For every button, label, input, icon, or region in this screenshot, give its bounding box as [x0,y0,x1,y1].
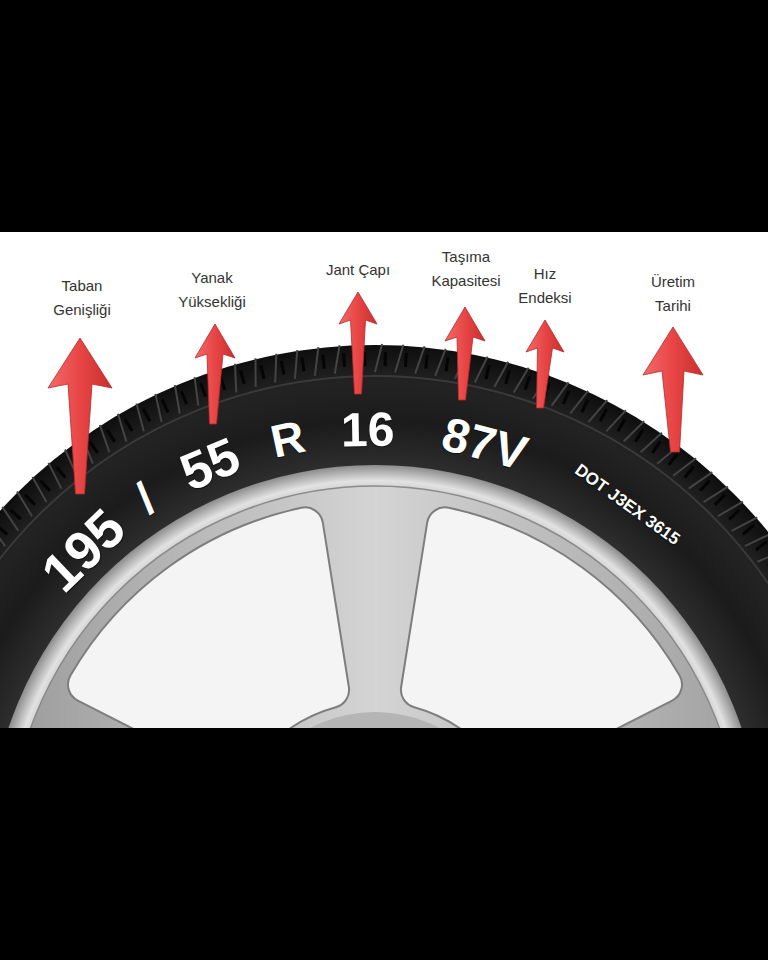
tread-groove [255,358,257,387]
tread-groove [514,368,529,393]
tread-block [384,352,387,366]
tread-block [685,467,694,478]
tire-group [0,344,768,728]
tread-groove [156,394,162,422]
tread-groove [100,425,110,452]
tire-body [0,345,768,728]
tread-block [618,419,625,431]
tread-groove [606,410,626,431]
tread-block [600,409,606,421]
tread-block [125,419,132,431]
tread-groove [435,349,446,376]
tread-block [563,391,568,404]
pointer-arrow [643,327,703,452]
pointer-arrow [195,324,235,424]
tread-block [0,525,7,534]
tread-groove [552,382,569,405]
tread-groove [32,477,46,502]
tread-block [426,355,427,369]
tread-block [652,441,660,452]
tread-block [162,400,168,413]
tread-block [743,525,754,534]
tread-block [25,495,35,505]
tread-block [635,430,643,442]
tread-block [107,430,115,442]
pointer-arrow [445,307,485,400]
tread-block [700,480,709,490]
tread-groove [718,502,743,516]
tread-groove [757,551,768,562]
tread-groove [315,347,319,376]
part-label: Taban Genişliği [40,274,124,322]
tread-block [143,409,149,421]
tread-block [446,357,448,371]
tread-groove [275,354,276,383]
sidewall-marking: 16 [341,406,395,455]
tread-block [715,495,725,505]
tread-groove [17,492,32,517]
tread-block [40,480,49,490]
tread-block [486,365,489,379]
tread-block [11,510,21,520]
tread-groove [48,463,61,489]
tread-block [342,353,346,367]
tread-block [582,400,588,413]
part-label: Yanak Yüksekliği [166,266,258,314]
tread-groove [175,385,180,413]
tread-block [756,541,767,550]
tread-block [90,441,98,452]
tread-edge [0,376,768,728]
part-label: Hız Endeksi [509,262,581,310]
tread-block [323,355,324,369]
tread-groove [0,523,5,546]
tread-block [404,353,408,367]
tread-groove [395,345,403,373]
rim-face [9,486,741,728]
pointer-arrow [339,292,377,394]
part-label: Jant Çapı [303,258,413,282]
part-label: Üretim Tarihi [638,270,708,318]
tread-groove [137,403,144,431]
part-label: Taşıma Kapasitesi [419,245,513,293]
tread-groove [235,364,236,393]
tread-block [302,357,304,371]
pointer-arrow [526,320,564,408]
tread-block [525,376,529,389]
tread-block [220,376,224,389]
tread-block [261,365,264,379]
tread-groove [118,414,126,442]
rim-window [401,507,682,728]
tread-groove [732,517,758,530]
tread-block [669,454,677,465]
tread-block [506,370,510,383]
tread-groove [415,346,424,373]
tread-groove [641,433,662,452]
tread-groove [624,421,645,441]
tread-groove [295,350,297,379]
rim-hub [235,712,515,728]
tread-block [201,383,206,396]
tread-block [181,391,186,404]
tread-block [241,370,245,383]
tread-block [56,467,65,478]
tread-groove [570,391,588,414]
tread-groove [195,377,199,406]
tread-groove [335,345,340,373]
pointer-arrow [48,338,112,494]
tread-groove [588,400,607,422]
rim-lip [0,465,762,728]
tread-block [281,361,284,375]
tread-groove [375,344,382,372]
tread-block [729,510,739,520]
